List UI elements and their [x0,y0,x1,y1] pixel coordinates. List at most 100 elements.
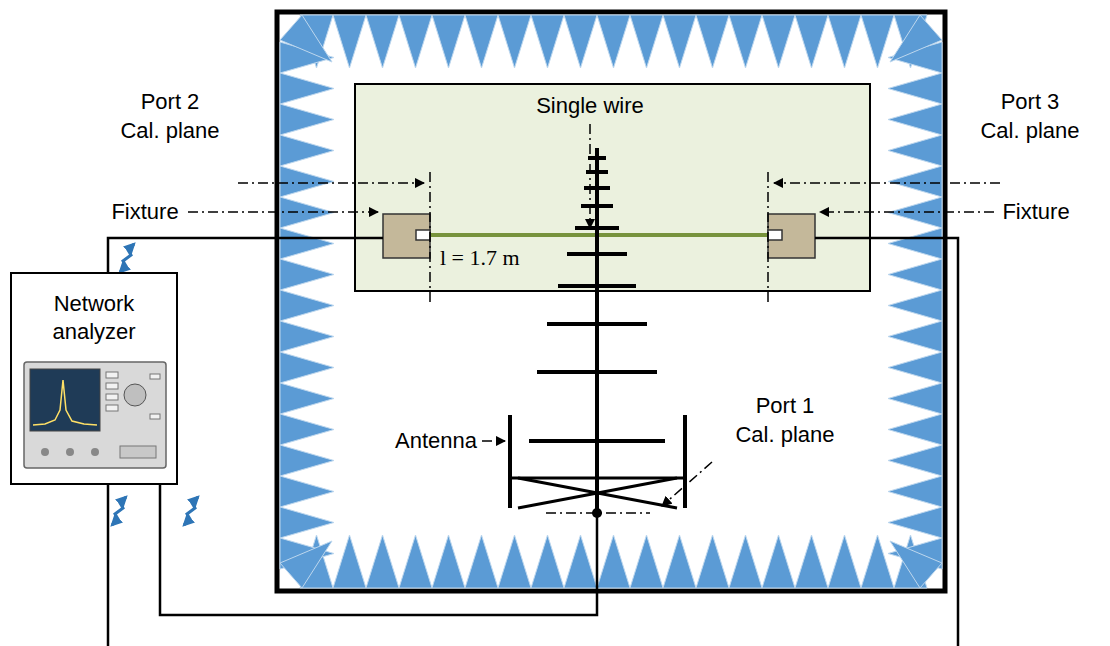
antenna-element [558,284,636,288]
callout-label: Fixture [981,198,1091,227]
absorber-cone [597,15,630,68]
signal-arrow [184,497,198,525]
test-table [355,84,870,291]
absorber-cone [280,135,334,166]
absorber-cone [366,15,399,68]
absorber-cone [531,535,564,588]
leader-line [589,124,591,228]
analyzer-port [91,448,99,456]
absorber-cone [729,535,762,588]
cal-plane [767,172,769,304]
absorber-cone [890,15,942,62]
callout-label: Port 1 Cal. plane [734,392,836,449]
coax-cable [107,485,110,646]
analyzer-button [150,374,160,379]
signal-arrow [112,497,126,525]
leader-line [188,211,378,213]
fixture-connector [768,230,782,240]
analyzer-picture [24,362,166,468]
callout-label: l = 1.7 m [440,244,580,273]
absorber-cone [795,15,828,68]
absorber-cone [280,507,334,538]
analyzer-port [66,448,74,456]
leader-line [662,462,712,506]
absorber-cone [333,535,366,588]
absorber-cone [280,228,334,259]
coax-cable [108,238,383,272]
absorber-cone [630,15,663,68]
absorber-cone [333,15,366,68]
antenna-frame [510,477,685,480]
absorber-cone [888,321,942,352]
antenna-bowtie [518,478,677,508]
absorber-cone [280,383,334,414]
absorber-cone [888,414,942,445]
absorber-cone [465,535,498,588]
leader-line [774,182,1000,184]
cal-plane [429,172,431,304]
absorber-cone [888,352,942,383]
absorber-cone [280,321,334,352]
analyzer-button [150,414,160,419]
analyzer-button [106,394,118,400]
absorber-cone [888,166,942,197]
antenna-bowtie [518,478,677,508]
callout-label: Port 3 Cal. plane [979,88,1081,145]
antenna-boom [595,148,599,513]
absorber-set [280,15,942,588]
antenna-element [537,370,657,374]
leader-line [482,440,505,442]
leader-line [820,211,994,213]
absorber-cone [366,535,399,588]
absorber-cone [888,290,942,321]
callout-label: Port 2 Cal. plane [119,88,221,145]
callout-label: Single wire [490,92,690,121]
spectrum-trace [33,380,97,425]
leader-lines [188,124,1000,506]
absorber-cone [890,541,942,588]
absorber-cone [531,15,564,68]
antenna-elements [529,158,665,441]
absorber-cone [888,476,942,507]
absorber-cone [630,535,663,588]
absorber-cone [696,535,729,588]
analyzer-button [106,383,118,389]
fixture-block [768,214,815,258]
antenna-element [581,204,613,208]
absorber-cone [399,15,432,68]
absorber-cone [564,535,597,588]
absorber-cone [663,15,696,68]
antenna-element [547,322,647,326]
antenna-frame [508,415,512,508]
absorber-cone [861,15,894,68]
leader-line [238,182,424,184]
absorber-cone [888,507,942,538]
antenna-element [575,226,619,230]
absorber-cone [888,445,942,476]
absorber-cone [498,15,531,68]
callout-label: Fixture [90,198,200,227]
absorber-cone [828,15,861,68]
absorber-cone [280,259,334,290]
absorber-cone [280,352,334,383]
absorber-cone [432,15,465,68]
absorber-cone [280,414,334,445]
absorber-cone [280,15,332,62]
analyzer-screen [30,369,100,431]
fixture-block [383,214,430,258]
absorber-cone [564,15,597,68]
absorber-cone [280,445,334,476]
absorber-cone [696,15,729,68]
absorber-cone [280,541,332,588]
absorber-cone [280,73,334,104]
absorber-cone [280,476,334,507]
absorber-cone [795,535,828,588]
anechoic-chamber [277,12,945,591]
absorber-cone [888,104,942,135]
absorber-cone [888,73,942,104]
absorber-cone [762,15,795,68]
absorber-cone [280,290,334,321]
absorber-cone [280,166,334,197]
analyzer-body [24,362,166,468]
